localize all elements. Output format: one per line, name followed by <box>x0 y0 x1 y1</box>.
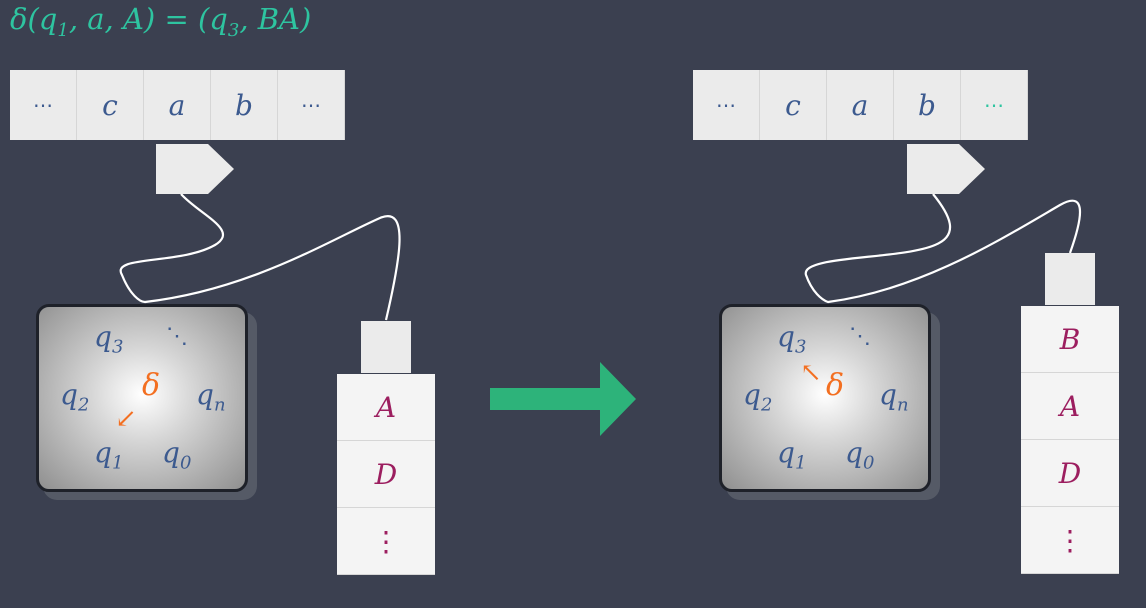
transition-formula: δ(q1, a, A) = (q3, BA) <box>10 2 311 41</box>
stack-cell: ⋮ <box>1021 507 1119 574</box>
right-tape-head <box>907 144 985 194</box>
stack-cell: A <box>337 374 435 441</box>
left-wire <box>119 193 401 321</box>
right-state-q2: q2 <box>743 378 773 416</box>
tape-cell: ⋯ <box>693 70 760 140</box>
formula-q1: q <box>38 2 58 36</box>
formula-q3-sub: 3 <box>227 19 240 41</box>
right-wire <box>804 193 1081 304</box>
right-stack: B A D ⋮ <box>1021 306 1119 574</box>
tape-cell: ⋯ <box>961 70 1028 140</box>
stack-cell: B <box>1021 306 1119 373</box>
left-state-q0: q0 <box>162 436 192 474</box>
right-delta: δ <box>826 368 845 403</box>
formula-q3: q <box>209 2 228 36</box>
right-stack-head <box>1045 253 1095 305</box>
tape-cell: c <box>760 70 827 140</box>
left-state-q2: q2 <box>60 378 90 416</box>
left-stack: A D ⋮ <box>337 374 435 575</box>
stack-cell: A <box>1021 373 1119 440</box>
left-state-qn: qn <box>196 378 226 416</box>
right-state-qn: qn <box>879 378 909 416</box>
right-delta-arrow: ↖ <box>800 358 822 388</box>
left-state-box <box>36 304 248 492</box>
stack-cell: D <box>1021 440 1119 507</box>
tape-cell: a <box>144 70 211 140</box>
left-state-dots: ⋱ <box>166 324 188 349</box>
tape-cell: b <box>894 70 961 140</box>
tape-cell: ⋯ <box>10 70 77 140</box>
left-state-q1: q1 <box>94 436 124 474</box>
right-state-q0: q0 <box>845 436 875 474</box>
left-delta: δ <box>142 368 161 403</box>
right-state-q3: q3 <box>777 320 807 358</box>
formula-q1-sub: 1 <box>57 19 69 41</box>
tape-cell: ⋯ <box>278 70 345 140</box>
left-stack-head <box>361 321 411 373</box>
left-state-q3: q3 <box>94 320 124 358</box>
left-delta-arrow: ↙ <box>115 404 137 434</box>
formula-mid: , a, A) = ( <box>68 2 210 36</box>
left-input-tape: ⋯ c a b ⋯ <box>10 70 345 140</box>
right-input-tape: ⋯ c a b ⋯ <box>693 70 1028 140</box>
stack-cell: ⋮ <box>337 508 435 575</box>
formula-delta: δ( <box>10 2 39 36</box>
tape-cell: c <box>77 70 144 140</box>
transition-arrow-icon <box>490 362 636 436</box>
right-state-dots: ⋱ <box>849 324 871 349</box>
left-tape-head <box>156 144 234 194</box>
formula-end: , BA) <box>239 2 312 36</box>
right-state-box <box>719 304 931 492</box>
tape-cell: a <box>827 70 894 140</box>
right-state-q1: q1 <box>777 436 807 474</box>
tape-cell: b <box>211 70 278 140</box>
stack-cell: D <box>337 441 435 508</box>
